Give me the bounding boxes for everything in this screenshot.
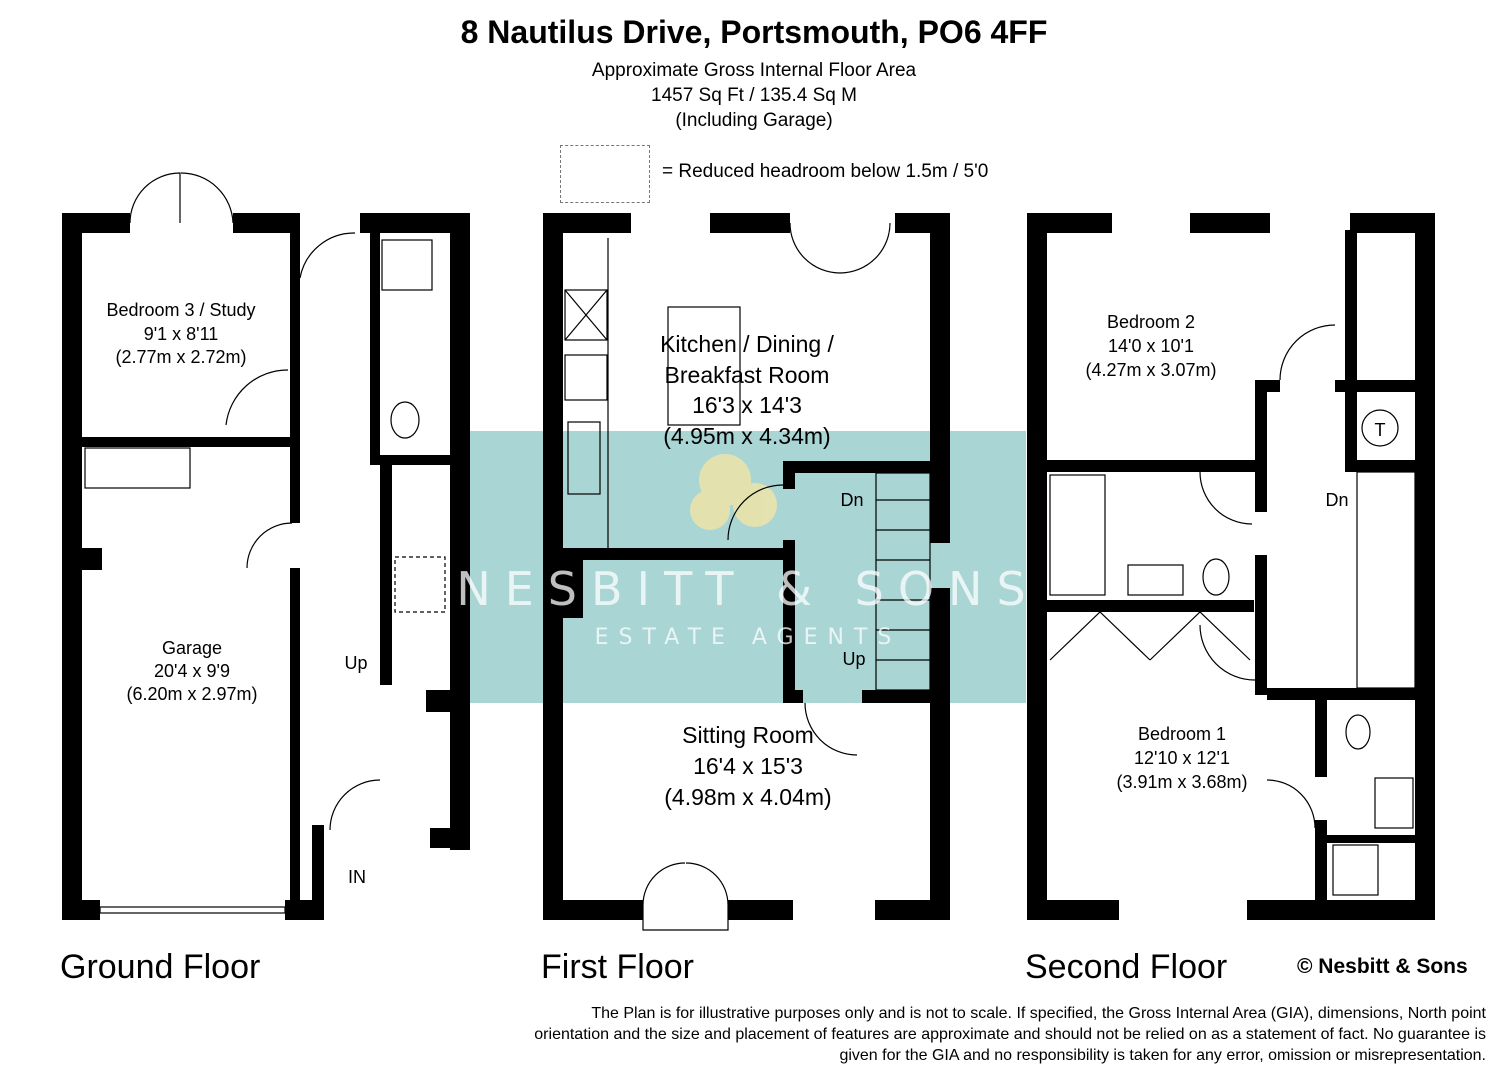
- room-name: Kitchen / Dining /: [660, 331, 834, 357]
- room-name: Sitting Room: [682, 722, 814, 748]
- watermark-brand: NESBITT & SONS: [456, 562, 1039, 616]
- room-name: Garage: [162, 638, 222, 658]
- headroom-legend-text: = Reduced headroom below 1.5m / 5'0: [662, 161, 989, 182]
- room-name-line2: Breakfast Room: [665, 362, 830, 388]
- stairs-down-label: Dn: [840, 490, 863, 510]
- stairs-down-label: Dn: [1325, 490, 1348, 510]
- room-size-imperial: 14'0 x 10'1: [1108, 336, 1194, 356]
- first-floor-label: First Floor: [541, 948, 694, 986]
- area-value: 1457 Sq Ft / 135.4 Sq M: [651, 85, 857, 106]
- room-size-metric: (3.91m x 3.68m): [1116, 772, 1247, 792]
- room-size-metric: (4.95m x 4.34m): [663, 423, 830, 449]
- stairs-up-label: Up: [344, 653, 367, 673]
- area-note: (Including Garage): [675, 110, 833, 131]
- disclaimer: The Plan is for illustrative purposes on…: [534, 1005, 1486, 1064]
- room-size-imperial: 16'3 x 14'3: [692, 392, 802, 418]
- ground-floor-label: Ground Floor: [60, 948, 261, 986]
- room-name: Bedroom 2: [1107, 312, 1195, 332]
- area-caption: Approximate Gross Internal Floor Area: [591, 60, 917, 81]
- first-floor-walls: [543, 213, 950, 931]
- room-size-metric: (6.20m x 2.97m): [126, 684, 257, 704]
- second-floor-walls: [1027, 213, 1435, 920]
- entrance-label: IN: [348, 867, 366, 887]
- room-size-metric: (4.98m x 4.04m): [664, 784, 831, 810]
- watermark-tagline: ESTATE AGENTS: [595, 625, 902, 650]
- room-size-imperial: 12'10 x 12'1: [1134, 748, 1230, 768]
- room-size-imperial: 9'1 x 8'11: [144, 324, 219, 344]
- headroom-legend-swatch: [560, 145, 650, 203]
- room-size-metric: (2.77m x 2.72m): [115, 347, 246, 367]
- room-size-imperial: 16'4 x 15'3: [693, 753, 803, 779]
- stairs-up-label: Up: [842, 649, 865, 669]
- room-name: Bedroom 1: [1138, 724, 1226, 744]
- room-size-metric: (4.27m x 3.07m): [1085, 360, 1216, 380]
- second-floor-label: Second Floor: [1025, 948, 1228, 986]
- room-name: Bedroom 3 / Study: [106, 300, 255, 320]
- ground-floor-walls: [62, 172, 470, 920]
- room-size-imperial: 20'4 x 9'9: [154, 661, 230, 681]
- copyright: © Nesbitt & Sons: [1297, 955, 1468, 978]
- plan-title: 8 Nautilus Drive, Portsmouth, PO6 4FF: [460, 14, 1048, 50]
- water-tank-label: T: [1375, 420, 1386, 440]
- watermark-logo: [690, 454, 777, 530]
